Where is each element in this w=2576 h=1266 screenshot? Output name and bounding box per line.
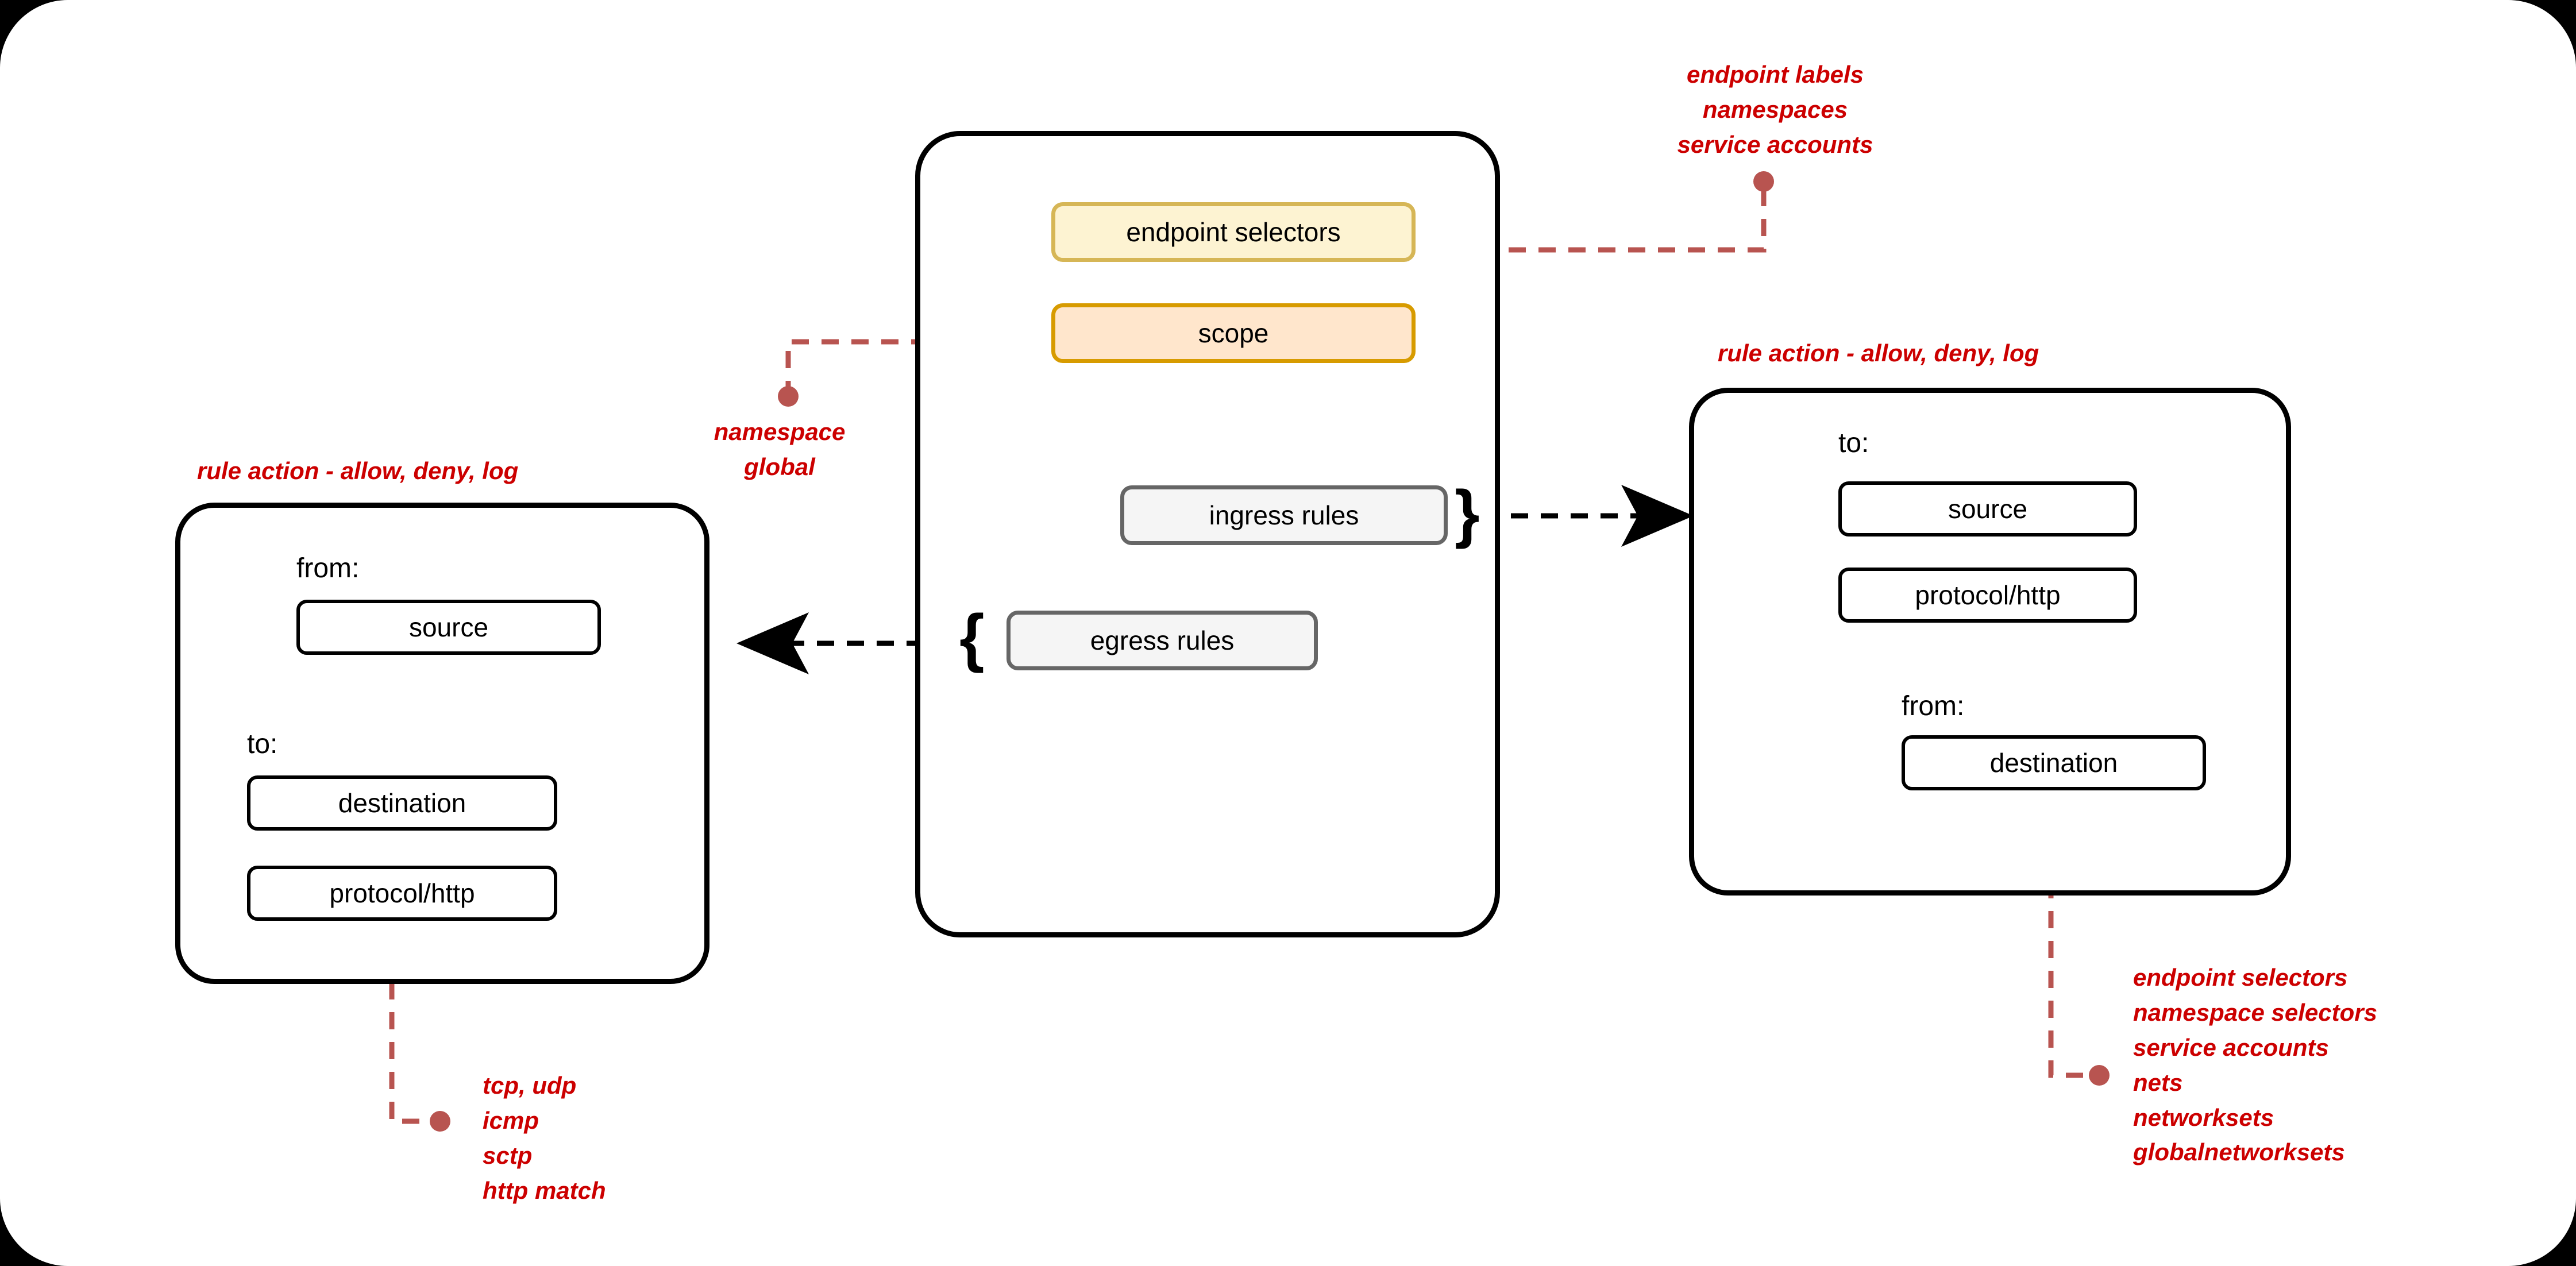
annotation-right-rule-action: rule action - allow, deny, log: [1718, 339, 2039, 366]
right-source-box[interactable]: source: [1838, 481, 2137, 536]
annotation-endpoint-selectors-detail: endpoint labels namespaces service accou…: [1677, 61, 1873, 158]
left-to-label: to:: [247, 729, 278, 759]
right-to-label: to:: [1838, 428, 1869, 458]
brace-right-icon: }: [1455, 477, 1480, 549]
left-protocol-box[interactable]: protocol/http: [247, 866, 557, 921]
node-endpoint-selectors[interactable]: endpoint selectors: [1051, 202, 1416, 262]
left-from-label: from:: [296, 553, 360, 584]
right-from-label: from:: [1902, 691, 1965, 721]
left-destination-box[interactable]: destination: [247, 775, 557, 831]
left-source-box[interactable]: source: [296, 600, 601, 655]
brace-left-icon: {: [959, 601, 985, 673]
annotation-destination-detail: endpoint selectors namespace selectors s…: [2133, 964, 2377, 1166]
right-protocol-box[interactable]: protocol/http: [1838, 568, 2137, 623]
right-destination-box[interactable]: destination: [1902, 735, 2206, 790]
node-scope[interactable]: scope: [1051, 303, 1416, 363]
policy-panel-right: [1689, 388, 2291, 896]
node-ingress-rules[interactable]: ingress rules: [1120, 485, 1448, 545]
annotation-scope-detail: namespace global: [714, 418, 846, 480]
node-egress-rules[interactable]: egress rules: [1007, 611, 1318, 670]
annotation-protocol-detail: tcp, udp icmp sctp http match: [483, 1072, 606, 1204]
annotation-left-rule-action: rule action - allow, deny, log: [197, 457, 519, 484]
